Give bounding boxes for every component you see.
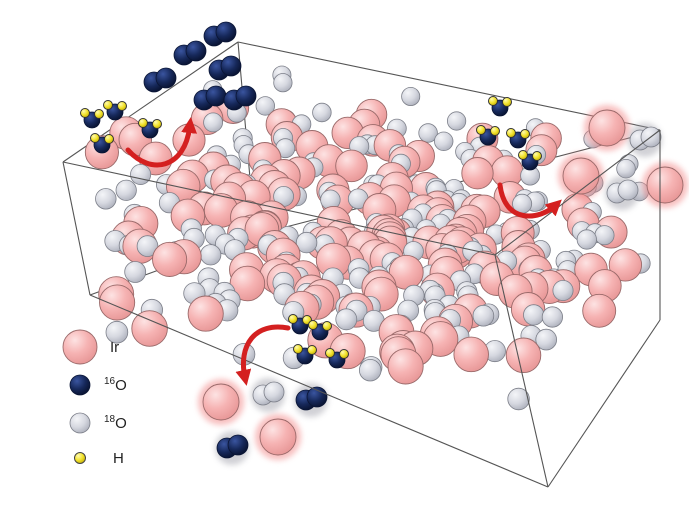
hydrogen-atom [104, 134, 114, 144]
hydrogen-atom [307, 345, 317, 355]
legend-item-ir: Ir [62, 329, 119, 365]
o18-atom [115, 179, 137, 201]
o18-atom [594, 225, 615, 246]
atoms-layer [80, 21, 688, 465]
box-front-edges [62, 129, 661, 488]
legend-swatch-h [74, 452, 86, 464]
o18-atom [105, 320, 129, 344]
o18-atom [523, 304, 545, 326]
ir-atom [505, 337, 542, 374]
o18-atom [541, 306, 564, 328]
o18-atom [200, 244, 222, 266]
o18-atom [576, 229, 597, 250]
hydrogen-atom [506, 128, 516, 138]
legend-item-o18: 18O [69, 412, 127, 434]
o18-atom [418, 123, 438, 143]
hydrogen-atom [532, 151, 542, 161]
legend-mass-o18: 18 [104, 414, 116, 425]
o18-atom [359, 359, 382, 382]
legend-mass-o16: 16 [104, 376, 116, 387]
o18-atom [552, 279, 574, 301]
legend-label-o18: 18O [104, 414, 127, 432]
hydrogen-atom [288, 314, 298, 324]
legend-label-h: H [113, 450, 124, 467]
arrows-layer [125, 117, 562, 386]
o16-atom [215, 21, 237, 43]
legend-label-ir: Ir [110, 339, 119, 356]
legend-swatch-o16 [69, 374, 91, 396]
hydrogen-atom [94, 109, 104, 119]
hydrogen-atom [325, 348, 335, 358]
o18-atom [507, 387, 530, 411]
o18-atom [616, 158, 636, 179]
hydrogen-atom [518, 150, 528, 160]
o18-atom [335, 308, 358, 331]
hydrogen-atom [308, 320, 318, 330]
ejected-ir-atom [562, 157, 600, 195]
legend-item-o16: 16O [69, 374, 127, 396]
o16-atom [235, 85, 257, 107]
arrow-bottom-center-curved-arrow [235, 324, 291, 386]
hydrogen-atom [476, 125, 486, 135]
o18-atom [255, 96, 275, 116]
ir-atom [187, 295, 224, 332]
o16-atom [227, 434, 249, 456]
legend-swatch-o18 [69, 412, 91, 434]
o16-atom [205, 85, 227, 107]
ejected-ir-atom [588, 109, 626, 147]
hydrogen-atom [103, 100, 113, 110]
o18-atom [312, 102, 332, 123]
o18-atom [535, 328, 557, 351]
ir-atom [582, 293, 617, 328]
o18-atom [617, 179, 639, 201]
hydrogen-atom [80, 108, 90, 118]
ir-atom [461, 157, 494, 190]
o18-atom [295, 231, 318, 254]
hydrogen-atom [138, 118, 148, 128]
o18-atom [446, 111, 467, 131]
ir-atom [387, 348, 424, 385]
ejected-ir-atom [259, 418, 297, 456]
o18-atom [124, 261, 147, 283]
o18-atom [472, 304, 495, 327]
o18-atom [273, 73, 293, 93]
legend-item-h: H [74, 450, 124, 467]
o18-atom [95, 188, 117, 210]
hydrogen-atom [490, 126, 500, 136]
legend-swatch-ir [62, 329, 98, 365]
hydrogen-atom [90, 133, 100, 143]
ir-atom [99, 284, 136, 321]
hydrogen-atom [339, 349, 349, 359]
ejected-ir-atom [202, 383, 240, 421]
o18-atom [130, 163, 152, 185]
arrow-top-left-curved-arrow [125, 117, 198, 168]
o18-atom [136, 235, 159, 257]
hydrogen-atom [152, 119, 162, 129]
legend-label-o16: 16O [104, 376, 127, 394]
o18-atom [434, 131, 454, 152]
ir-atom [131, 310, 168, 347]
ir-atom [453, 336, 489, 373]
o18-atom [263, 381, 285, 403]
hydrogen-atom [520, 129, 530, 139]
o18-atom [401, 87, 421, 107]
o18-atom [203, 112, 224, 133]
ir-atom [335, 149, 368, 183]
legend: Ir 16O 18O H [62, 329, 127, 467]
o16-atom [220, 55, 242, 77]
o16-atom [155, 67, 177, 89]
arrow-top-right-curved-arrow [497, 182, 562, 219]
ejected-ir-atom [646, 166, 684, 204]
o16-atom [185, 40, 207, 62]
hydrogen-atom [117, 101, 127, 111]
hydrogen-atom [488, 96, 498, 106]
ir-atom [152, 241, 188, 277]
hydrogen-atom [293, 344, 303, 354]
hydrogen-atom [502, 97, 512, 107]
ir-atom [608, 248, 643, 282]
hydrogen-atom [322, 321, 332, 331]
